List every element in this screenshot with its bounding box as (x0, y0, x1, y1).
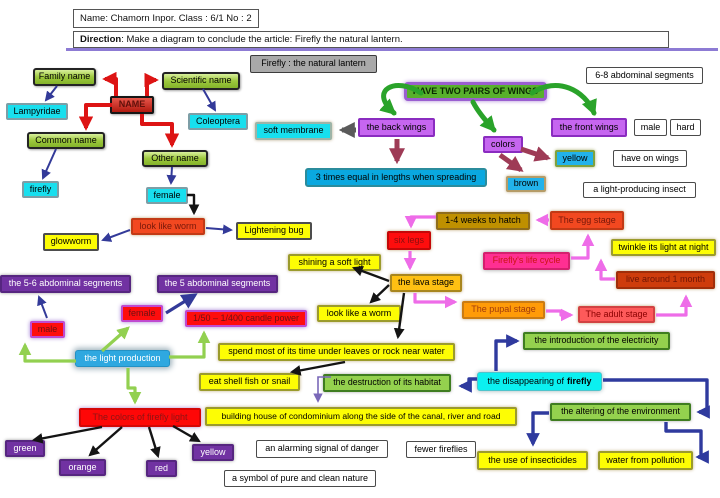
node-insecticides: the use of insecticides (477, 451, 588, 470)
node-live-month: live around 1 month (616, 271, 715, 289)
node-scientific-name: Scientific name (162, 72, 240, 90)
node-family-name: Family name (33, 68, 96, 86)
node-life-cycle: Firefly's life cycle (483, 252, 570, 270)
direction-label: Direction (80, 34, 122, 45)
node-brown: brown (506, 176, 546, 192)
node-red-color: red (146, 460, 177, 477)
node-eat-shell: eat shell fish or snail (199, 373, 300, 391)
node-yellow-wing: yellow (555, 150, 595, 167)
direction-box: Direction : Make a diagram to conclude t… (73, 31, 669, 48)
node-name: NAME (110, 96, 154, 114)
node-water-pollution: water from pollution (598, 451, 693, 470)
node-altering: the altering of the environment (550, 403, 691, 421)
node-front-wings: the front wings (551, 118, 627, 137)
node-building-house: building house of condominium along the … (205, 407, 517, 426)
node-light-production: the light production (75, 350, 170, 367)
direction-text: : Make a diagram to conclude the article… (121, 34, 403, 45)
node-fewer-fireflies: fewer fireflies (406, 441, 476, 458)
student-name-box: Name: Chamorn Inpor. Class : 6/1 No : 2 (73, 9, 259, 28)
node-have-two-pairs-of-wings: HAVE TWO PAIRS OF WINGS (404, 82, 547, 101)
node-segments-5-6: the 5-6 abdominal segments (0, 275, 131, 293)
node-firefly-name: firefly (22, 181, 59, 198)
node-have-on-wings: have on wings (613, 150, 687, 167)
node-colors: colors (483, 136, 523, 153)
node-symbol-pure: a symbol of pure and clean nature (224, 470, 376, 487)
node-male-wing: male (634, 119, 667, 136)
node-glowworm: glowworm (43, 233, 99, 251)
node-back-wings: the back wings (358, 118, 435, 137)
node-other-name: Other name (142, 150, 208, 167)
node-disappearing: the disappearing of firefly (477, 372, 602, 391)
node-segments-5: the 5 abdominal segments (157, 275, 278, 293)
node-female-red: female (121, 305, 163, 322)
header-underline (66, 48, 718, 51)
node-male-red: male (30, 321, 65, 338)
node-green-color: green (5, 440, 45, 457)
node-orange-color: orange (59, 459, 106, 476)
node-coleoptera: Coleoptera (188, 113, 248, 130)
node-lightening-bug: Lightening bug (236, 222, 312, 240)
node-lampyridae: Lampyridae (6, 103, 68, 120)
node-hard: hard (670, 119, 701, 136)
node-spreading: 3 times equal in lengths when spreading (305, 168, 487, 187)
node-alarming-signal: an alarming signal of danger (256, 440, 388, 458)
node-destruction: the destruction of its habitat (323, 374, 451, 392)
node-lava-stage: the lava stage (390, 274, 462, 292)
node-pupal-stage: The pupal stage (462, 301, 545, 319)
student-name-text: Name: Chamorn Inpor. Class : 6/1 No : 2 (80, 13, 252, 24)
node-colors-of-light: The colors of firefly light (79, 408, 201, 427)
node-look-like-a-worm: look like a worm (317, 305, 401, 322)
node-soft-membrane: soft membrane (255, 122, 332, 140)
node-segments-6-8: 6-8 abdominal segments (586, 67, 703, 84)
node-electricity: the introduction of the electricity (523, 332, 670, 350)
node-light-producing-insect: a light-producing insect (583, 182, 696, 198)
node-weeks-to-hatch: 1-4 weeks to hatch (436, 212, 530, 230)
node-adult-stage: The adult stage (578, 306, 655, 323)
node-yellow-color: yellow (192, 444, 234, 461)
node-shining: shining a soft light (288, 254, 381, 271)
node-twinkle: twinkle its light at night (611, 239, 716, 256)
node-spend-time: spend most of its time under leaves or r… (218, 343, 455, 361)
node-title-label: Firefly : the natural lantern (250, 55, 377, 73)
node-common-name: Common name (27, 132, 105, 149)
node-candle-power: 1/50 – 1/400 candle power (185, 310, 307, 327)
node-female-cyan: female (146, 187, 188, 204)
node-look-like-worm: look like worm (131, 218, 205, 235)
node-six-legs: six legs (387, 231, 431, 250)
node-egg-stage: The egg stage (550, 211, 624, 230)
